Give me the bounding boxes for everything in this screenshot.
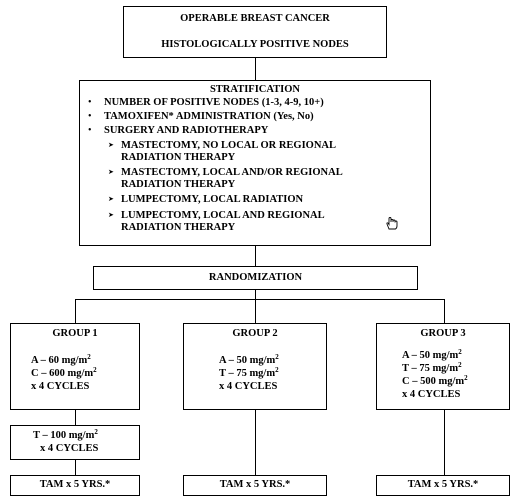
sub-item-line: MASTECTOMY, NO LOCAL OR REGIONAL [121,140,336,151]
sub-item-line: LUMPECTOMY, LOCAL AND REGIONAL [121,210,325,221]
group1-drug-a-text: A – 60 mg/m [31,355,88,366]
sub-item-mastectomy-rt: MASTECTOMY, LOCAL AND/OR REGIONAL RADIAT… [121,167,343,191]
sub-item-lumpectomy-local: LUMPECTOMY, LOCAL RADIATION [121,194,303,206]
group1-tam: TAM x 5 YRS.* [39,479,111,490]
group1-title: GROUP 1 [52,328,98,339]
top-box-line1: OPERABLE BREAST CANCER [180,13,330,24]
connector-group3-tam [444,410,445,475]
group2-drug-a: A – 50 mg/m2 [219,353,279,367]
stratification-title: STRATIFICATION [209,84,301,95]
group3-drug-c: C – 500 mg/m2 [402,374,468,388]
group3-box [376,323,510,410]
group2-title: GROUP 2 [232,328,278,339]
arrow-bullet-icon: ➤ [108,141,114,149]
sub-item-line: MASTECTOMY, LOCAL AND/OR REGIONAL [121,167,343,178]
sub-item-lumpectomy-regional: LUMPECTOMY, LOCAL AND REGIONAL RADIATION… [121,210,325,234]
group2-drug-a-text: A – 50 mg/m [219,355,276,366]
sub-item-line: LUMPECTOMY, LOCAL RADIATION [121,194,304,205]
group2-box [183,323,327,410]
group3-tam: TAM x 5 YRS.* [407,479,479,490]
group2-drug-t: T – 75 mg/m2 [219,366,279,380]
superscript: 2 [87,353,91,361]
group3-drug-c-text: C – 500 mg/m [402,376,465,387]
bullet-glyph: • [88,125,92,136]
group1-t-cycles: x 4 CYCLES [40,443,99,454]
group3-drug-a: A – 50 mg/m2 [402,348,462,362]
randomization-box [93,266,418,290]
sub-item-mastectomy-no-rt: MASTECTOMY, NO LOCAL OR REGIONAL RADIATI… [121,140,336,164]
group1-drug-t: T – 100 mg/m2 [33,428,98,442]
group3-title: GROUP 3 [420,328,466,339]
randomization-label: RANDOMIZATION [208,272,303,283]
bullet-glyph: • [88,111,92,122]
sub-item-line: RADIATION THERAPY [121,222,236,233]
sub-item-line: RADIATION THERAPY [121,152,236,163]
connector-group1-t [75,410,76,425]
connector-top-strat [255,58,256,80]
group1-drug-c-text: C – 600 mg/m [31,368,94,379]
connector-group1-tam [75,460,76,475]
superscript: 2 [94,428,98,436]
connector-strat-rand [255,246,256,266]
group3-cycles: x 4 CYCLES [402,389,461,400]
superscript: 2 [458,348,462,356]
connector-branch-horizontal [75,299,444,300]
connector-to-group2 [255,299,256,323]
sub-item-line: RADIATION THERAPY [121,179,236,190]
strat-bullet-nodes: NUMBER OF POSITIVE NODES (1-3, 4-9, 10+) [104,97,324,108]
group2-drug-t-text: T – 75 mg/m [219,368,276,379]
stratification-box [79,80,431,246]
group1-box [10,323,140,410]
connector-to-group1 [75,299,76,323]
group2-tam-box [183,475,327,496]
group1-drug-c: C – 600 mg/m2 [31,366,97,380]
group1-cycles: x 4 CYCLES [31,381,90,392]
strat-bullet-surgery: SURGERY AND RADIOTHERAPY [104,125,269,136]
superscript: 2 [275,366,279,374]
arrow-bullet-icon: ➤ [108,195,114,203]
group3-drug-t: T – 75 mg/m2 [402,361,462,375]
superscript: 2 [458,361,462,369]
arrow-bullet-icon: ➤ [108,211,114,219]
connector-to-group3 [444,299,445,323]
group3-tam-box [376,475,510,496]
group1-tam-box [10,475,140,496]
group2-cycles: x 4 CYCLES [219,381,278,392]
group2-tam: TAM x 5 YRS.* [219,479,291,490]
group3-drug-t-text: T – 75 mg/m [402,363,459,374]
arrow-bullet-icon: ➤ [108,168,114,176]
operable-breast-cancer-box [123,6,387,58]
superscript: 2 [93,366,97,374]
group1-drug-t-text: T – 100 mg/m [33,430,95,441]
connector-rand-down [255,290,256,299]
group1-drug-a: A – 60 mg/m2 [31,353,91,367]
group1-t-box [10,425,140,460]
strat-bullet-tamoxifen: TAMOXIFEN* ADMINISTRATION (Yes, No) [104,111,314,122]
bullet-glyph: • [88,97,92,108]
superscript: 2 [275,353,279,361]
connector-group2-tam [255,410,256,475]
group3-drug-a-text: A – 50 mg/m [402,350,459,361]
superscript: 2 [464,374,468,382]
top-box-line2: HISTOLOGICALLY POSITIVE NODES [161,39,349,50]
hand-cursor-icon [386,217,398,230]
